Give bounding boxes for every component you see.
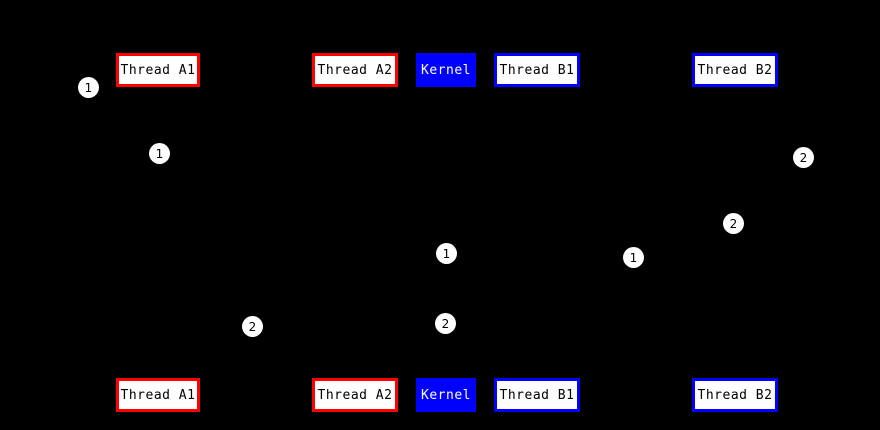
lifeline-kernel — [446, 87, 447, 378]
participant-thread-b2-bottom[interactable]: Thread B2 — [692, 378, 778, 412]
participant-label: Thread A2 — [317, 62, 393, 78]
lifeline-thread-a1 — [158, 87, 159, 378]
sequence-badge: 2 — [793, 147, 814, 168]
sequence-badge: 1 — [623, 247, 644, 268]
participant-thread-a1-top[interactable]: Thread A1 — [116, 53, 200, 87]
sequence-badge: 1 — [436, 243, 457, 264]
participant-thread-b2-top[interactable]: Thread B2 — [692, 53, 778, 87]
lifeline-thread-a2 — [355, 87, 356, 378]
participant-thread-b1-bottom[interactable]: Thread B1 — [494, 378, 580, 412]
participant-label: Thread A1 — [120, 62, 196, 78]
participant-thread-a1-bottom[interactable]: Thread A1 — [116, 378, 200, 412]
participant-label: Thread B1 — [499, 62, 575, 78]
sequence-badge: 2 — [435, 313, 456, 334]
participant-kernel-bottom[interactable]: Kernel — [416, 378, 476, 412]
participant-thread-a2-top[interactable]: Thread A2 — [312, 53, 398, 87]
participant-kernel-top[interactable]: Kernel — [416, 53, 476, 87]
participant-label: Kernel — [421, 387, 471, 403]
message-arrow-2 — [735, 157, 803, 158]
sequence-badge: 1 — [149, 143, 170, 164]
lifeline-thread-b1 — [537, 87, 538, 378]
participant-label: Thread B2 — [697, 387, 773, 403]
participant-thread-a2-bottom[interactable]: Thread A2 — [312, 378, 398, 412]
participant-label: Thread B1 — [499, 387, 575, 403]
sequence-badge: 2 — [723, 213, 744, 234]
sequence-badge: 1 — [78, 77, 99, 98]
participant-label: Kernel — [421, 62, 471, 78]
message-arrow-0 — [88, 87, 158, 88]
participant-label: Thread B2 — [697, 62, 773, 78]
participant-thread-b1-top[interactable]: Thread B1 — [494, 53, 580, 87]
participant-label: Thread A1 — [120, 387, 196, 403]
sequence-badge: 2 — [242, 316, 263, 337]
participant-label: Thread A2 — [317, 387, 393, 403]
